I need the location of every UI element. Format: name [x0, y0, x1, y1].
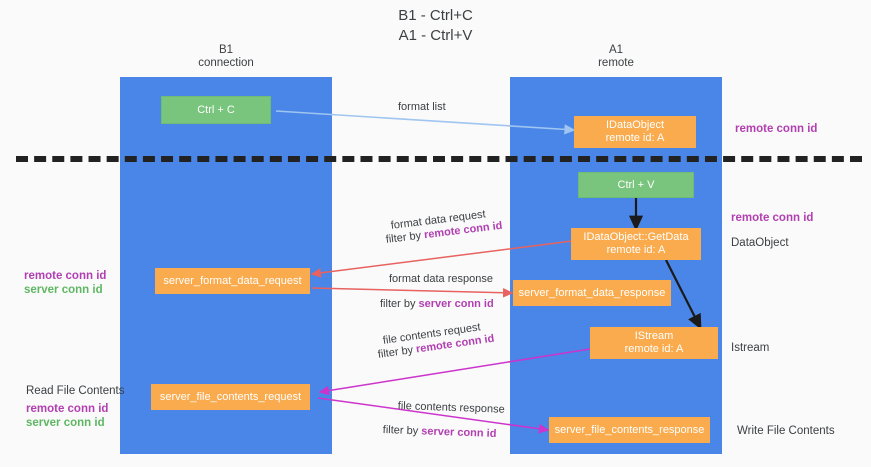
box-server-file-contents-response-label: server_file_contents_response [554, 423, 705, 436]
box-server-format-data-response[interactable]: server_format_data_response [513, 280, 671, 306]
annotation-left-server-conn-id-mid: server conn id [24, 284, 103, 296]
arrow-format-data-response [311, 287, 514, 298]
box-istream-line2: remote id: A [624, 343, 684, 355]
box-ctrl-c-label: Ctrl + C [197, 103, 235, 116]
edge-label-format-list: format list [398, 101, 446, 113]
box-istream-line1: IStream [634, 330, 674, 342]
filter-prefix: filter by [380, 298, 419, 310]
box-server-file-contents-request[interactable]: server_file_contents_request [151, 384, 310, 410]
filter-prefix: filter by [377, 343, 417, 361]
lane-header-b1-connection: B1 connection [198, 44, 254, 69]
box-server-file-contents-request-label: server_file_contents_request [159, 390, 302, 403]
phase-separator-dashed-line [16, 156, 862, 162]
box-server-format-data-request-label: server_format_data_request [163, 274, 302, 287]
box-ctrl-v[interactable]: Ctrl + V [578, 172, 694, 198]
annotation-left-remote-conn-id-bottom: remote conn id [26, 403, 109, 415]
box-idataobject-getdata[interactable]: IDataObject::GetData remote id: A [571, 228, 701, 260]
diagram-title: B1 - Ctrl+C A1 - Ctrl+V [398, 7, 473, 44]
edge-label-format-data-response: format data response [389, 273, 493, 285]
annotation-right-remote-conn-id-top: remote conn id [735, 123, 818, 135]
edge-label-format-data-response-filter: filter by server conn id [380, 297, 494, 311]
lane-header-a1-remote: A1 remote [598, 44, 634, 69]
filter-value-server-conn-id: server conn id [418, 298, 494, 310]
annotation-left-server-conn-id-bottom: server conn id [26, 417, 105, 429]
lane-right-bottom-band [510, 162, 722, 454]
box-server-file-contents-response[interactable]: server_file_contents_response [549, 417, 710, 443]
filter-prefix: filter by [385, 229, 425, 246]
filter-prefix: filter by [382, 423, 422, 438]
box-istream[interactable]: IStream remote id: A [590, 327, 718, 359]
annotation-right-istream: Istream [731, 342, 770, 354]
edge-label-file-contents-response-filter: filter by server conn id [383, 423, 497, 441]
box-server-format-data-response-label: server_format_data_response [518, 286, 666, 299]
filter-value-server-conn-id: server conn id [421, 425, 497, 440]
box-ctrl-c[interactable]: Ctrl + C [161, 96, 271, 124]
annotation-right-dataobject: DataObject [731, 237, 789, 249]
edge-label-file-contents-response: file contents response [397, 399, 505, 416]
annotation-left-remote-conn-id-mid: remote conn id [24, 270, 107, 282]
box-idataobject-remote-line1: IDataObject [605, 119, 665, 131]
box-server-format-data-request[interactable]: server_format_data_request [155, 268, 310, 294]
annotation-right-remote-conn-id-mid: remote conn id [731, 212, 814, 224]
box-idataobject-remote-line2: remote id: A [605, 132, 665, 144]
lane-left-bottom-band [120, 162, 332, 454]
box-idataobject-getdata-line1: IDataObject::GetData [583, 231, 689, 243]
annotation-left-read-file-contents: Read File Contents [26, 385, 125, 397]
box-ctrl-v-label: Ctrl + V [617, 178, 655, 191]
box-idataobject-getdata-line2: remote id: A [606, 244, 666, 256]
annotation-right-write-file-contents: Write File Contents [737, 425, 835, 437]
box-idataobject-remote[interactable]: IDataObject remote id: A [574, 116, 696, 148]
